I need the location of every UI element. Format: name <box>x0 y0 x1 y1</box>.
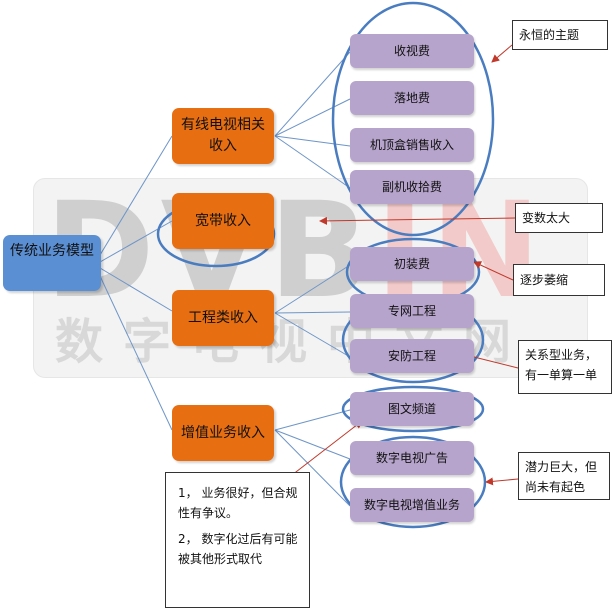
category-label: 宽带收入 <box>195 212 251 229</box>
connector-cat4-item1 <box>274 409 351 431</box>
leaf-item: 副机收拾费 <box>350 170 474 204</box>
connector-cat1-item3 <box>274 135 351 147</box>
category-label: 有线电视相关收入 <box>181 117 265 154</box>
note-potential: 潜力巨大，但尚未有起色 <box>518 452 610 500</box>
note-list-item: 2， 数字化过后有可能被其他形式取代 <box>178 532 298 566</box>
category-label: 工程类收入 <box>188 309 258 326</box>
category-value-added: 增值业务收入 <box>172 405 274 461</box>
connector-cat1-item4 <box>274 135 351 189</box>
note-eternal: 永恒的主题 <box>512 20 608 50</box>
connector-root-cat3 <box>99 267 173 312</box>
connector-cat1-item2 <box>274 98 351 137</box>
root-node: 传统业务模型 <box>3 235 101 291</box>
leaf-item: 初装费 <box>350 247 474 281</box>
arrow-eternal <box>491 44 513 63</box>
connector-cat4-item2 <box>274 429 351 460</box>
connector-lines <box>99 51 351 507</box>
leaf-item: 专网工程 <box>350 294 474 328</box>
arrow-potential <box>485 477 519 486</box>
note-relation: 关系型业务，有一单算一单 <box>518 340 612 394</box>
connector-cat4-item3 <box>274 429 351 507</box>
note-list: 1， 业务很好，但合规性有争议。 2， 数字化过后有可能被其他形式取代 <box>165 472 310 608</box>
leaf-item: 收视费 <box>350 34 474 68</box>
category-broadband: 宽带收入 <box>172 193 274 249</box>
category-cable-tv: 有线电视相关收入 <box>172 108 274 164</box>
category-label: 增值业务收入 <box>181 424 265 441</box>
note-broadband: 变数太大 <box>515 203 603 233</box>
leaf-item: 安防工程 <box>350 339 474 373</box>
connector-cat3-item2 <box>274 311 351 314</box>
ellipse-value-added <box>339 435 487 529</box>
connector-root-cat2 <box>99 220 173 263</box>
note-shrink: 逐步萎缩 <box>513 264 605 296</box>
connector-cat1-item1 <box>274 51 351 137</box>
annotation-arrows <box>269 44 519 493</box>
leaf-item: 图文频道 <box>350 392 474 426</box>
note-list-item: 1， 业务很好，但合规性有争议。 <box>178 486 298 520</box>
leaf-item: 数字电视广告 <box>350 441 474 475</box>
category-engineering: 工程类收入 <box>172 290 274 346</box>
arrow-shrink <box>473 261 514 281</box>
arrow-broadband <box>319 216 516 225</box>
ellipse-cat1-items <box>331 1 495 237</box>
watermark-panel <box>33 178 588 378</box>
leaf-item: 机顶盒销售收入 <box>350 128 474 162</box>
leaf-item: 落地费 <box>350 81 474 115</box>
connector-root-cat4 <box>99 275 173 431</box>
ellipse-teletext <box>341 385 485 433</box>
arrow-relation <box>465 352 519 369</box>
connector-cat3-item3 <box>274 312 351 358</box>
leaf-item: 数字电视增值业务 <box>350 488 474 522</box>
connector-root-cat1 <box>99 135 173 256</box>
connector-cat3-item1 <box>274 264 351 314</box>
